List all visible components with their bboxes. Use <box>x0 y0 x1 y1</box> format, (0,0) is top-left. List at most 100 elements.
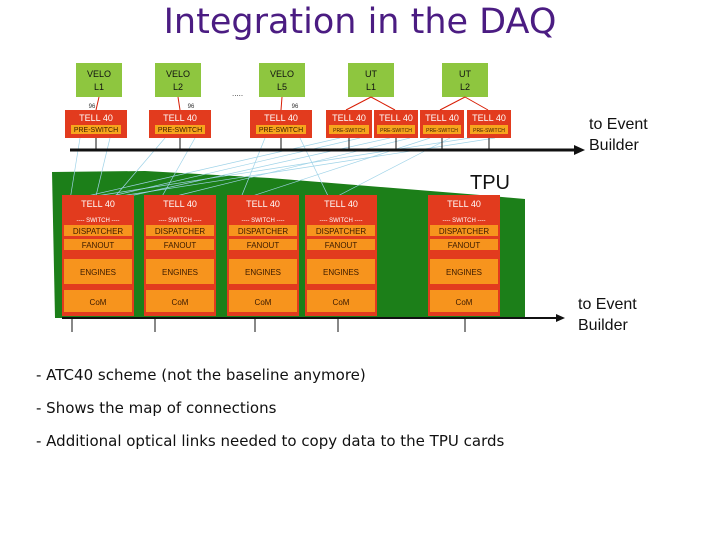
com-label: CoM <box>333 298 350 307</box>
pre-switch-label: PRE-SWITCH <box>74 127 118 134</box>
pre-switch-box <box>256 125 306 134</box>
top-tell40-row: TELL 40 PRE-SWITCH TELL 40 PRE-SWITCH TELL 4… <box>65 96 511 150</box>
dispatcher-label: DISPATCHER <box>73 227 124 236</box>
pre-switch-label: PRE-SWITCH <box>473 128 505 134</box>
pre-switch-box <box>155 125 205 134</box>
pre-switch-label: PRE-SWITCH <box>380 128 412 134</box>
fanout-box <box>307 239 375 250</box>
dispatcher-box <box>307 225 375 236</box>
fanout-label: FANOUT <box>247 241 280 250</box>
optical-link <box>111 137 391 201</box>
to-event-builder-label-1: to Event Builder <box>589 114 648 156</box>
pre-switch-label: PRE-SWITCH <box>259 127 303 134</box>
bullet-item: - Additional optical links needed to cop… <box>36 432 505 450</box>
engines-label: ENGINES <box>80 268 116 277</box>
com-label: CoM <box>90 298 107 307</box>
tpu-card-switch: ---- SWITCH ---- <box>443 218 486 224</box>
pre-switch-box <box>423 125 461 134</box>
bullet-list: - ATC40 scheme (not the baseline anymore… <box>36 366 504 465</box>
source-label: VELO <box>87 69 111 79</box>
tpu-card-switch: ---- SWITCH ---- <box>242 218 285 224</box>
tell40-label: TELL 40 <box>332 113 366 123</box>
tpu-card-header: TELL 40 <box>447 199 481 209</box>
com-box <box>307 290 375 312</box>
pre-switch-label: PRE-SWITCH <box>158 127 202 134</box>
source-box <box>259 63 305 97</box>
pre-switch-label: PRE-SWITCH <box>333 128 365 134</box>
fanout-label: FANOUT <box>448 241 481 250</box>
tpu-card-header: TELL 40 <box>81 199 115 209</box>
fanout-box <box>430 239 498 250</box>
tell40-label: TELL 40 <box>425 113 459 123</box>
source-link <box>370 96 396 111</box>
fanout-box <box>146 239 214 250</box>
dispatcher-label: DISPATCHER <box>238 227 289 236</box>
bullet-item: - ATC40 scheme (not the baseline anymore… <box>36 366 366 384</box>
pre-switch-box <box>470 125 508 134</box>
com-box <box>146 290 214 312</box>
engines-label: ENGINES <box>162 268 198 277</box>
engines-box <box>430 259 498 284</box>
pre-switch-box <box>377 125 415 134</box>
link-count: 96 <box>188 104 195 110</box>
optical-link <box>239 137 431 201</box>
label-line: to Event <box>589 116 648 133</box>
fanout-box <box>229 239 297 250</box>
tpu-card-switch: ---- SWITCH ---- <box>77 218 120 224</box>
engines-box <box>146 259 214 284</box>
source-box <box>442 63 488 97</box>
dispatcher-box <box>430 225 498 236</box>
optical-link <box>94 137 111 201</box>
tell40-label: TELL 40 <box>472 113 506 123</box>
dispatcher-box <box>64 225 132 236</box>
tell40-label: TELL 40 <box>79 113 113 123</box>
source-box <box>155 63 201 97</box>
link-count: 96 <box>89 104 96 110</box>
tpu-label: TPU <box>470 172 510 194</box>
tpu-cards: TELL 40 ---- SWITCH ---- DISPATCHER FANOUT E… <box>62 195 500 316</box>
optical-link <box>111 137 166 201</box>
optical-link <box>159 137 411 201</box>
pre-switch-label: PRE-SWITCH <box>426 128 458 134</box>
fanout-box <box>64 239 132 250</box>
optical-link <box>69 137 81 201</box>
optical-links <box>69 137 496 201</box>
source-link <box>464 96 489 111</box>
bullet-item: - Shows the map of connections <box>36 399 277 417</box>
dispatcher-label: DISPATCHER <box>316 227 367 236</box>
com-label: CoM <box>172 298 189 307</box>
to-event-builder-label-2: to Event Builder <box>578 294 637 336</box>
source-label: L1 <box>94 82 104 92</box>
source-label: UT <box>365 69 377 79</box>
source-label: L5 <box>277 82 287 92</box>
label-line: Builder <box>589 137 639 154</box>
source-link <box>95 96 100 111</box>
source-link <box>280 96 283 111</box>
page-title: Integration in the DAQ <box>163 2 557 42</box>
source-label: L1 <box>366 82 376 92</box>
label-line: Builder <box>578 317 628 334</box>
dispatcher-box <box>146 225 214 236</box>
fanout-label: FANOUT <box>325 241 358 250</box>
source-box <box>76 63 122 97</box>
fanout-label: FANOUT <box>82 241 115 250</box>
com-box <box>64 290 132 312</box>
tpu-card-header: TELL 40 <box>163 199 197 209</box>
bus-2-ticks <box>71 318 466 332</box>
pre-switch-box <box>329 125 369 134</box>
dispatcher-box <box>229 225 297 236</box>
fanout-label: FANOUT <box>164 241 197 250</box>
source-link <box>177 96 181 111</box>
com-label: CoM <box>456 298 473 307</box>
label-line: to Event <box>578 296 637 313</box>
engines-label: ENGINES <box>446 268 482 277</box>
optical-link <box>299 137 331 201</box>
link-count: 96 <box>292 104 299 110</box>
source-label: VELO <box>166 69 190 79</box>
tpu-card-switch: ---- SWITCH ---- <box>320 218 363 224</box>
com-label: CoM <box>255 298 272 307</box>
optical-link <box>94 137 496 201</box>
tell40-label: TELL 40 <box>264 113 298 123</box>
bus-2-arrow <box>556 314 565 322</box>
tell40-label: TELL 40 <box>379 113 413 123</box>
